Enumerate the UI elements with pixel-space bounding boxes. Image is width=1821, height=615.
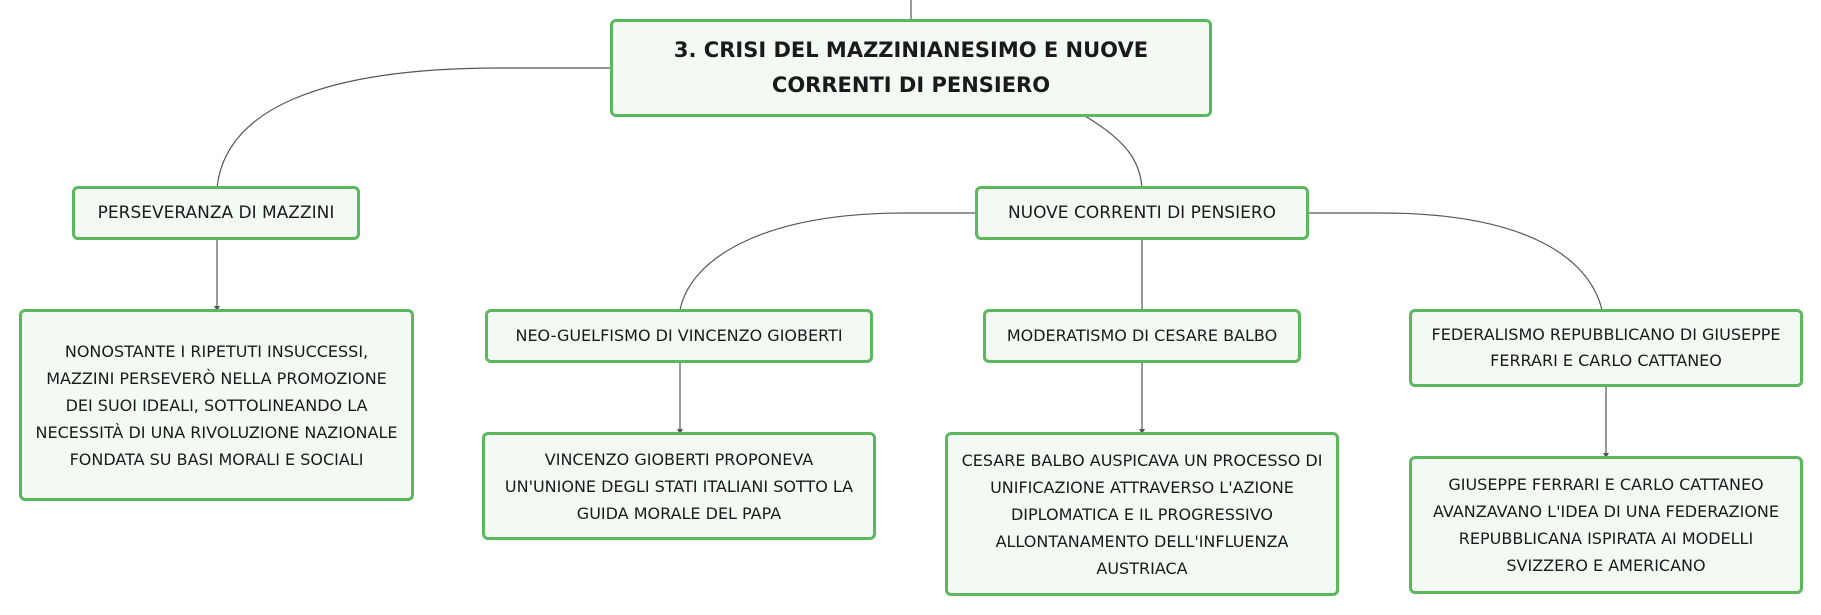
connector-root-perseveranza: [216, 67, 612, 189]
node-perseveranza-title: PERSEVERANZA DI MAZZINI: [97, 203, 335, 223]
node-neo-guelfismo-title: NEO-GUELFISMO DI VINCENZO GIOBERTI: [515, 326, 843, 345]
node-perseveranza-detail-text: NONOSTANTE I RIPETUTI INSUCCESSI, MAZZIN…: [35, 341, 398, 469]
node-moderatismo-title: MODERATISMO DI CESARE BALBO: [1006, 326, 1278, 345]
node-neo-guelfismo[interactable]: NEO-GUELFISMO DI VINCENZO GIOBERTI: [485, 309, 873, 363]
node-nuove-correnti-title: NUOVE CORRENTI DI PENSIERO: [1007, 203, 1277, 223]
node-neo-guelfismo-detail[interactable]: VINCENZO GIOBERTI PROPONEVA UN'UNIONE DE…: [482, 432, 876, 540]
node-federalismo-detail-text: GIUSEPPE FERRARI E CARLO CATTANEO AVANZA…: [1433, 475, 1779, 575]
root-title: 3. CRISI DEL MAZZINIANESIMO E NUOVE CORR…: [673, 38, 1149, 97]
node-perseveranza-di-mazzini[interactable]: PERSEVERANZA DI MAZZINI: [72, 186, 360, 240]
node-neo-guelfismo-detail-text: VINCENZO GIOBERTI PROPONEVA UN'UNIONE DE…: [504, 449, 854, 523]
node-moderatismo[interactable]: MODERATISMO DI CESARE BALBO: [983, 309, 1301, 363]
node-moderatismo-detail-text: CESARE BALBO AUSPICAVA UN PROCESSO DI UN…: [961, 450, 1323, 578]
connector-nuove-neoguelfismo: [679, 212, 976, 311]
node-perseveranza-detail[interactable]: NONOSTANTE I RIPETUTI INSUCCESSI, MAZZIN…: [19, 309, 414, 501]
connector-nuove-federalismo: [1308, 212, 1603, 311]
node-federalismo-detail[interactable]: GIUSEPPE FERRARI E CARLO CATTANEO AVANZA…: [1409, 456, 1803, 594]
node-federalismo[interactable]: FEDERALISMO REPUBBLICANO DI GIUSEPPE FER…: [1409, 309, 1803, 387]
root-node[interactable]: 3. CRISI DEL MAZZINIANESIMO E NUOVE CORR…: [610, 19, 1212, 117]
connector-root-nuove: [1084, 115, 1143, 189]
node-federalismo-title: FEDERALISMO REPUBBLICANO DI GIUSEPPE FER…: [1431, 325, 1781, 370]
node-moderatismo-detail[interactable]: CESARE BALBO AUSPICAVA UN PROCESSO DI UN…: [945, 432, 1339, 596]
node-nuove-correnti-di-pensiero[interactable]: NUOVE CORRENTI DI PENSIERO: [975, 186, 1309, 240]
